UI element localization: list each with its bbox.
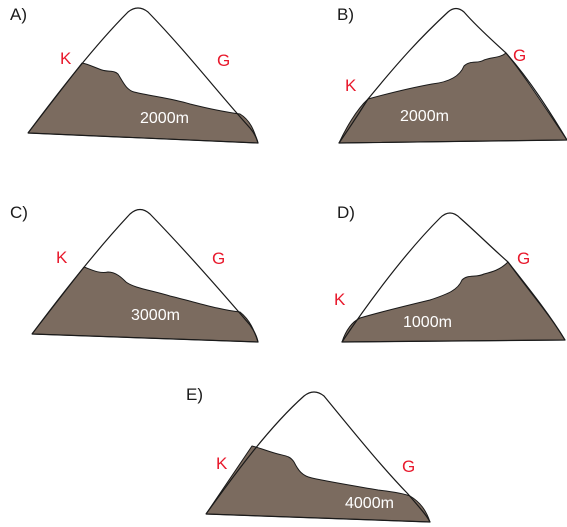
altitude-label-c: 3000m: [131, 307, 180, 324]
panel-e: E) K G 4000m: [186, 385, 430, 522]
panel-label-d: D): [337, 203, 355, 222]
shaded-slope-d: [342, 262, 565, 342]
g-label-d: G: [517, 249, 530, 268]
k-label-d: K: [334, 290, 346, 309]
panel-c: C) K G 3000m: [10, 203, 258, 342]
panel-d: D) K G 1000m: [334, 203, 565, 342]
panel-a: A) K G 2000m: [10, 5, 258, 143]
altitude-label-d: 1000m: [403, 314, 452, 331]
k-label-e: K: [216, 454, 228, 473]
g-label-e: G: [402, 457, 415, 476]
altitude-label-b: 2000m: [400, 108, 449, 125]
shaded-slope-a: [28, 63, 258, 143]
g-label-a: G: [217, 51, 230, 70]
panel-label-c: C): [10, 203, 28, 222]
panel-b: B) K G 2000m: [337, 5, 567, 143]
g-label-b: G: [513, 46, 526, 65]
altitude-label-e: 4000m: [345, 495, 394, 512]
altitude-label-a: 2000m: [140, 110, 189, 127]
shaded-slope-b: [339, 53, 567, 143]
k-label-a: K: [60, 49, 72, 68]
panel-label-b: B): [337, 5, 354, 24]
panel-label-a: A): [10, 5, 27, 24]
shaded-slope-c: [32, 267, 258, 342]
g-label-c: G: [212, 249, 225, 268]
shaded-slope-e: [206, 446, 430, 522]
k-label-c: K: [56, 248, 68, 267]
k-label-b: K: [345, 76, 357, 95]
panel-label-e: E): [186, 385, 203, 404]
